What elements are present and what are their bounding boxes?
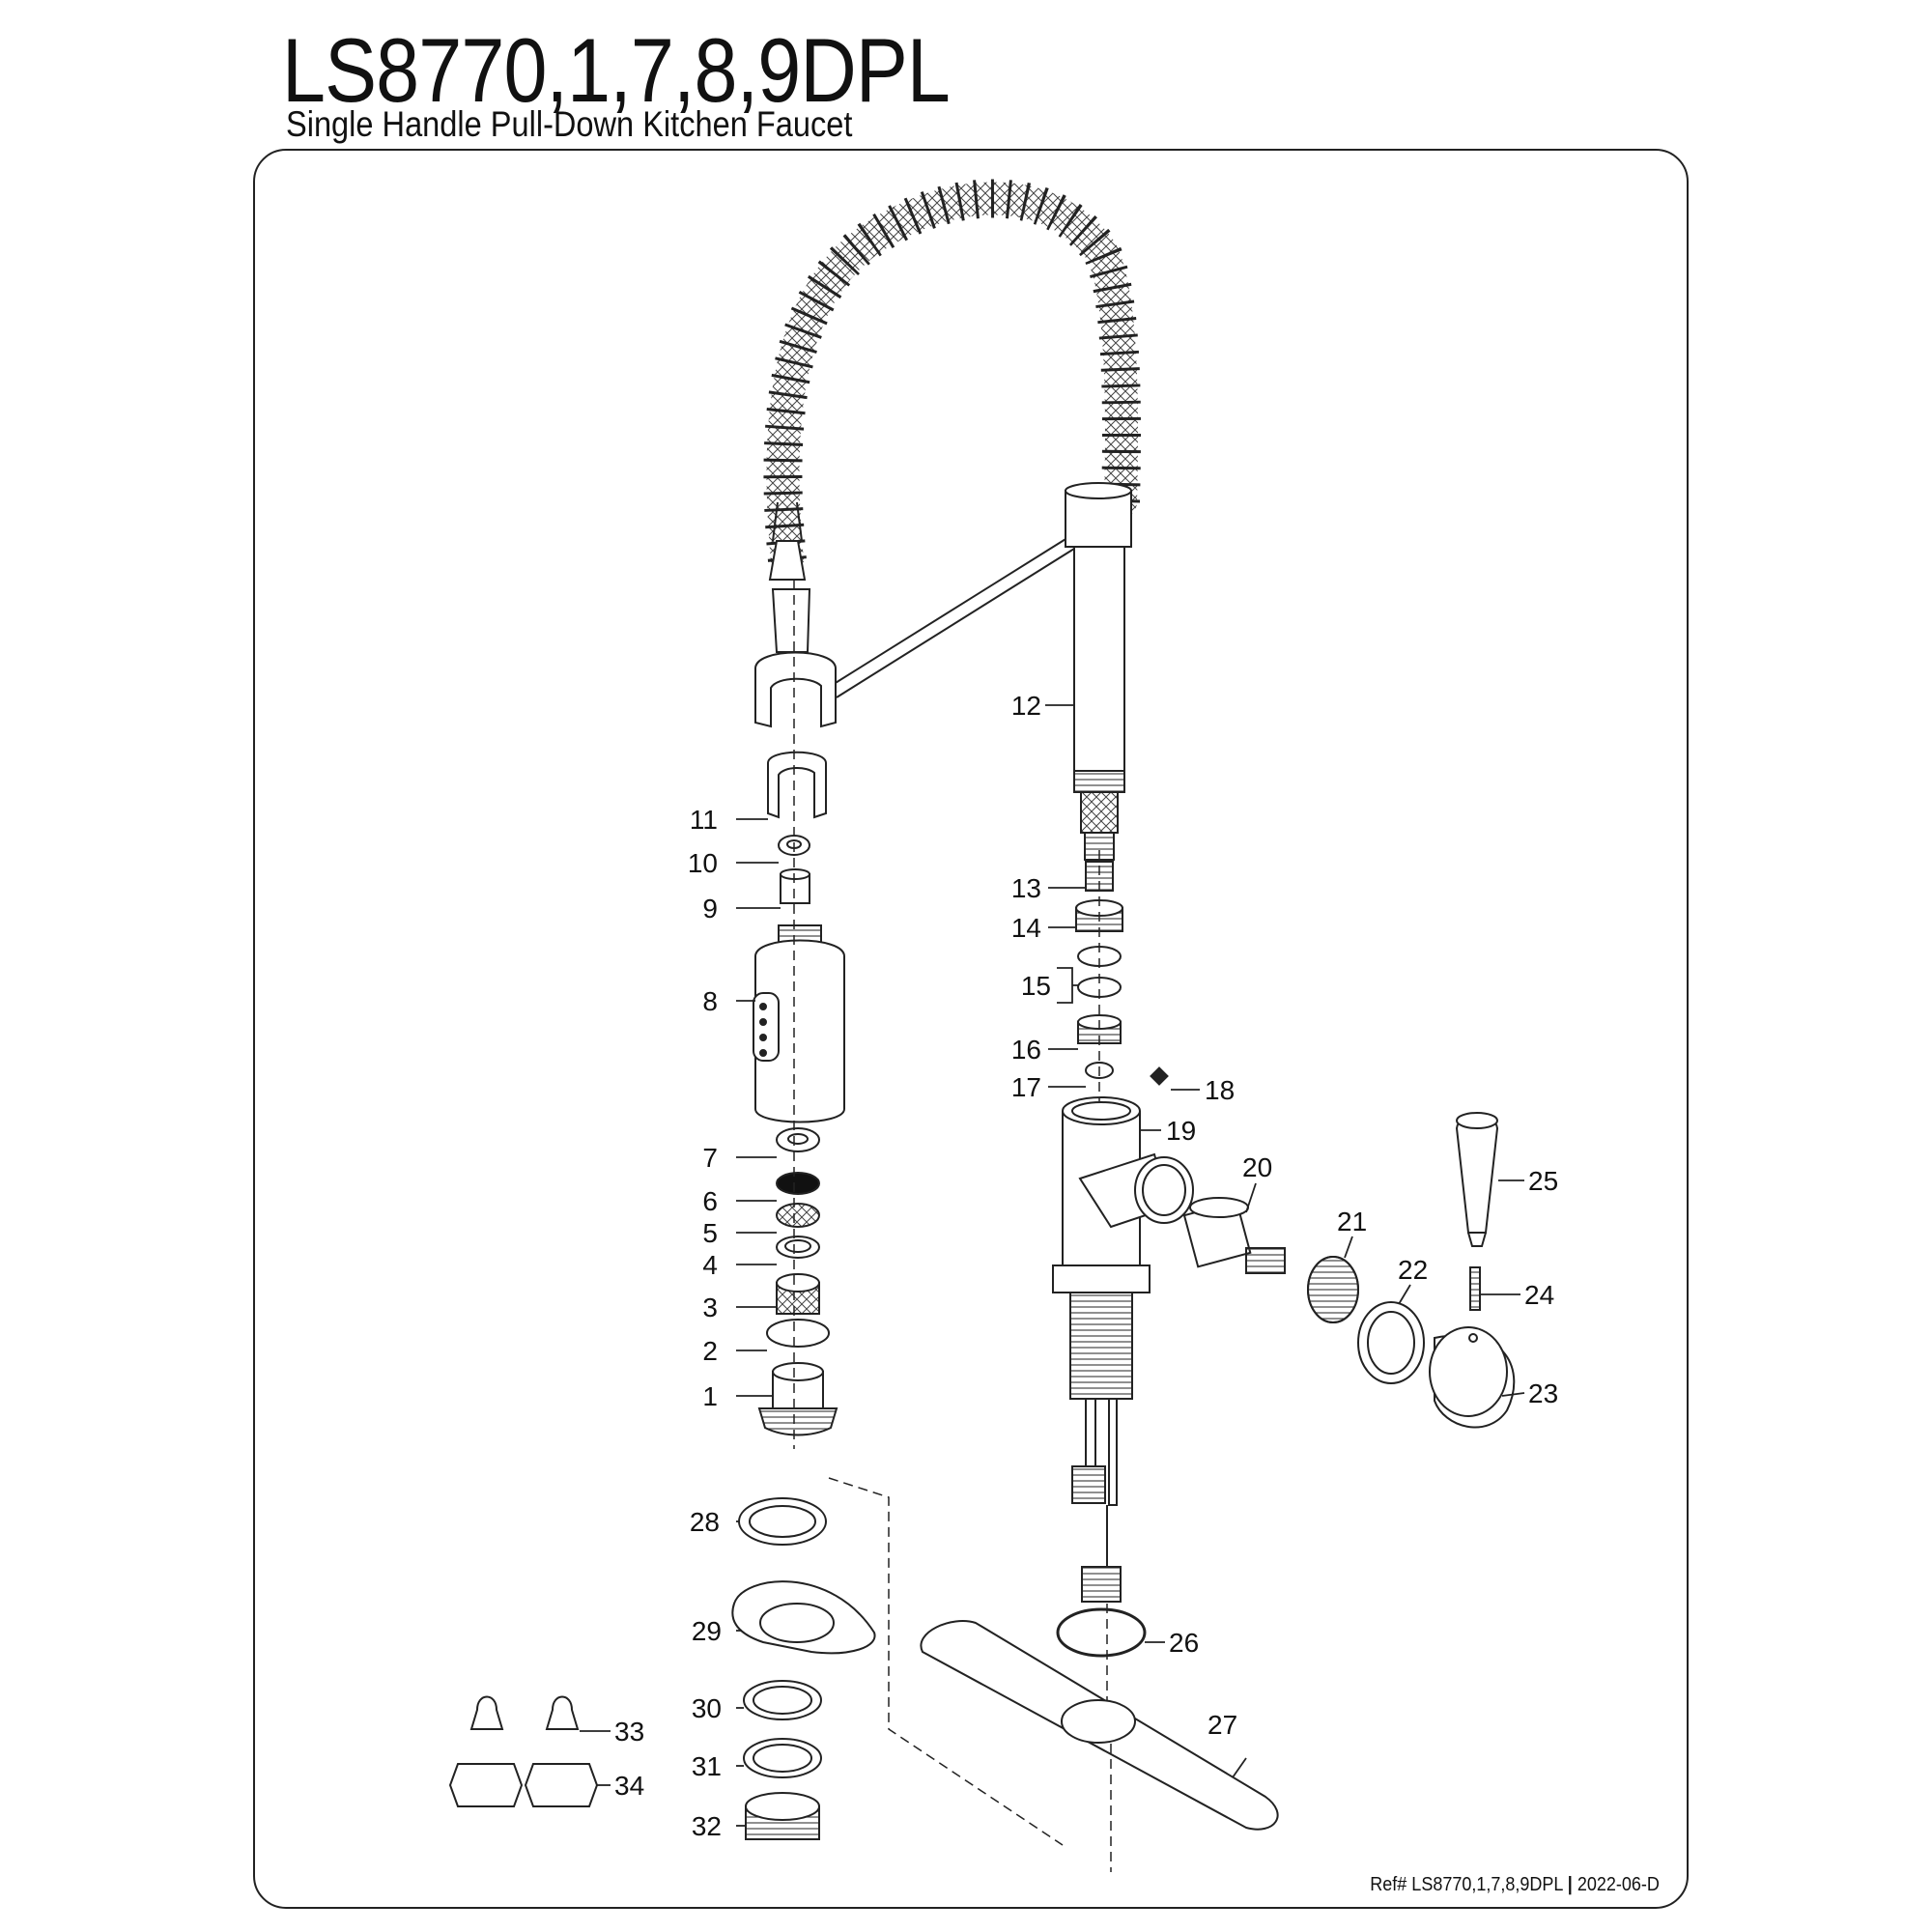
alignment-lines <box>793 580 1112 1872</box>
callout-29: 29 <box>692 1616 722 1646</box>
diagram-frame <box>253 149 1689 1909</box>
handle-base <box>1429 1326 1516 1429</box>
callout-10: 10 <box>688 848 718 878</box>
holder-clip <box>767 751 827 819</box>
valve-cartridge <box>1182 1197 1286 1274</box>
hose-tip-nut <box>771 588 811 653</box>
leader-lines <box>580 704 1525 1827</box>
callout-30: 30 <box>692 1693 722 1723</box>
cap-ring <box>1357 1301 1425 1384</box>
callout-15: 15 <box>1021 971 1051 1001</box>
callout-21: 21 <box>1337 1207 1367 1236</box>
o-ring <box>766 1319 830 1348</box>
callout-16: 16 <box>1011 1035 1041 1065</box>
small-washer <box>1085 1062 1114 1079</box>
faucet-body <box>1052 1096 1194 1506</box>
sprayer-head <box>753 924 845 1123</box>
spout-support-arm <box>754 535 1075 728</box>
callout-7: 7 <box>702 1143 718 1173</box>
ref-separator: | <box>1567 1874 1573 1895</box>
callout-13: 13 <box>1011 873 1041 903</box>
revision-date: 2022-06-D <box>1577 1874 1660 1895</box>
callout-11: 11 <box>690 805 718 835</box>
callout-19: 19 <box>1166 1116 1196 1146</box>
callout-12: 12 <box>1011 691 1041 721</box>
callout-labels: 1 2 3 4 5 6 7 8 9 10 11 12 13 14 15 16 1… <box>614 691 1558 1841</box>
callout-3: 3 <box>702 1293 718 1322</box>
deck-gasket <box>1056 1607 1147 1658</box>
handle-lever <box>1455 1112 1499 1247</box>
callout-14: 14 <box>1011 913 1041 943</box>
spout-column <box>1065 482 1132 861</box>
callout-8: 8 <box>702 986 718 1016</box>
spring-coil-hose <box>763 179 1141 581</box>
deck-plate <box>920 1620 1279 1831</box>
sprayer-washer <box>776 1127 820 1152</box>
callout-31: 31 <box>692 1751 722 1781</box>
handle-set-screw <box>1469 1266 1481 1311</box>
callout-33: 33 <box>614 1717 644 1747</box>
callout-18: 18 <box>1205 1075 1235 1105</box>
callout-26: 26 <box>1169 1628 1199 1658</box>
callout-9: 9 <box>702 894 718 923</box>
escutcheon-stack <box>731 1497 876 1840</box>
callout-27: 27 <box>1208 1710 1237 1740</box>
aerator-insert <box>776 1273 820 1315</box>
ref-number: Ref# LS8770,1,7,8,9DPL <box>1370 1874 1563 1895</box>
set-screw <box>1150 1066 1169 1086</box>
retaining-ring <box>776 1236 820 1259</box>
supply-nut <box>1081 1566 1122 1603</box>
callout-4: 4 <box>702 1250 718 1280</box>
compression-fittings <box>448 1695 599 1807</box>
mesh-disc <box>776 1203 820 1228</box>
reference-footer: Ref# LS8770,1,7,8,9DPL | 2022-06-D <box>1370 1874 1660 1896</box>
callout-2: 2 <box>702 1336 718 1366</box>
callout-6: 6 <box>702 1186 718 1216</box>
callout-24: 24 <box>1524 1280 1554 1310</box>
callout-22: 22 <box>1398 1255 1428 1285</box>
callout-34: 34 <box>614 1771 644 1801</box>
callout-17: 17 <box>1011 1072 1041 1102</box>
model-number-title: LS8770,1,7,8,9DPL <box>282 19 951 121</box>
callout-28: 28 <box>690 1507 720 1537</box>
callout-32: 32 <box>692 1811 722 1841</box>
callout-25: 25 <box>1528 1166 1558 1196</box>
callout-20: 20 <box>1242 1152 1272 1182</box>
spray-face <box>757 1362 838 1436</box>
callout-5: 5 <box>702 1218 718 1248</box>
product-subtitle: Single Handle Pull-Down Kitchen Faucet <box>286 104 853 144</box>
callout-1: 1 <box>702 1381 718 1411</box>
callout-23: 23 <box>1528 1378 1558 1408</box>
screen-disc <box>776 1172 820 1195</box>
